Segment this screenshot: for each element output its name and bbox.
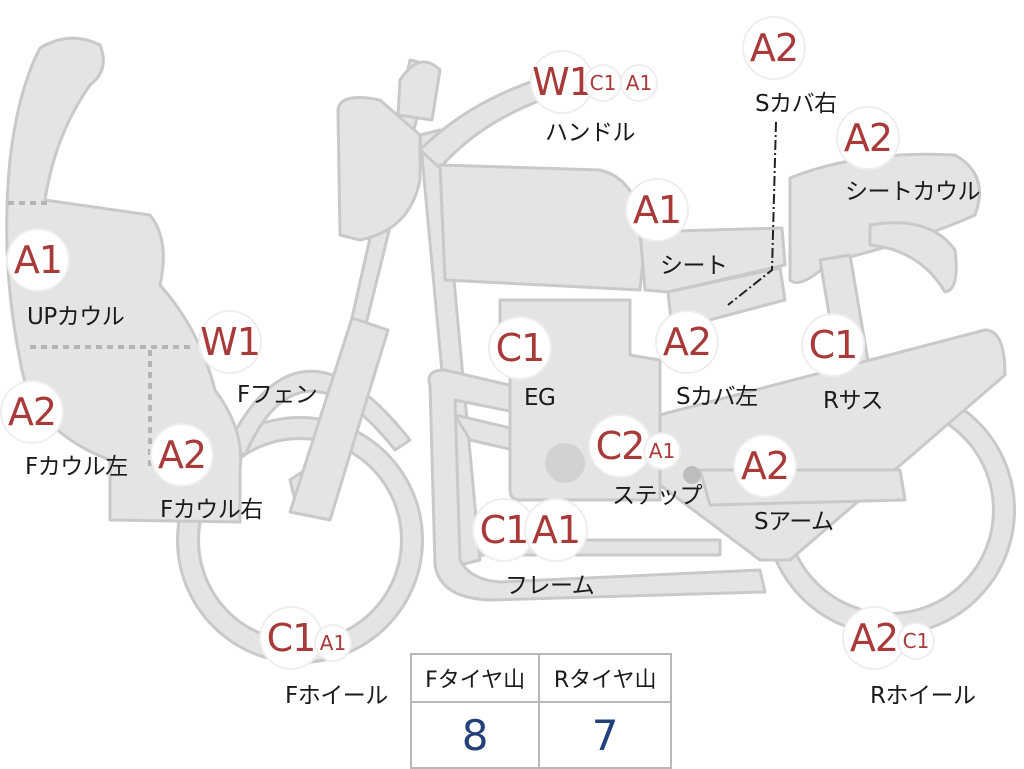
f-wheel-label: Fホイール [285,683,388,709]
step-code-1: C2 [590,416,650,476]
s-cover-right-label: Sカバ右 [755,91,837,117]
f-cowl-left-code: A2 [2,382,62,442]
r-wheel-label: Rホイール [870,683,976,709]
fuel-tank-shape [438,163,647,292]
f-cowl-left-label: Fカウル左 [25,454,128,480]
handle-code-1: W1 [532,52,593,112]
f-fender-code: W1 [200,312,261,372]
up-cowl-label: UPカウル [27,304,125,330]
step-label: ステップ [612,483,703,509]
seat-cowl-label: シートカウル [845,179,981,205]
seat-cowl-code: A2 [838,108,898,168]
front-cowl-shape [5,36,243,524]
handle-label: ハンドル [545,120,636,146]
headlight-shape [336,96,422,242]
s-cover-right-code: A2 [744,18,804,78]
s-cover-left-label: Sカバ左 [676,384,758,410]
engine-crank-shape [545,443,585,483]
s-cover-right-leader-line [727,121,777,306]
f-fender-label: Fフェン [237,382,318,408]
swing-arm-label: Sアーム [754,509,834,535]
r-suspension-label: Rサス [823,388,884,414]
f-wheel-code-1: C1 [261,608,321,668]
handle-code-3: A1 [622,66,656,100]
frame-code-1: C1 [474,500,534,560]
frame-code-2: A1 [526,500,586,560]
r-suspension-code: C1 [803,315,863,375]
up-cowl-code: A1 [8,230,68,290]
front-tire-header: Fタイヤ山 [409,653,541,703]
r-wheel-code-2: C1 [899,624,933,658]
s-cover-left-code: A2 [657,312,717,372]
front-fender-shape [226,369,412,457]
front-tire-value: 8 [409,701,541,769]
f-wheel-code-2: A1 [316,626,350,660]
frame-label: フレーム [505,573,595,599]
r-wheel-code-1: A2 [844,608,904,668]
f-cowl-right-code: A2 [152,425,212,485]
tire-tread-table: Fタイヤ山 Rタイヤ山 8 7 [409,653,672,769]
rear-tire-value: 7 [538,701,672,769]
handle-code-2: C1 [586,66,620,100]
step-code-2: A1 [645,434,679,468]
seat-label: シート [660,253,728,279]
engine-label: EG [524,385,556,411]
engine-code: C1 [490,318,550,378]
rear-tire-header: Rタイヤ山 [538,653,672,703]
seat-code: A1 [627,180,687,240]
swing-arm-code: A2 [735,436,795,496]
f-cowl-right-label: Fカウル右 [160,497,263,523]
